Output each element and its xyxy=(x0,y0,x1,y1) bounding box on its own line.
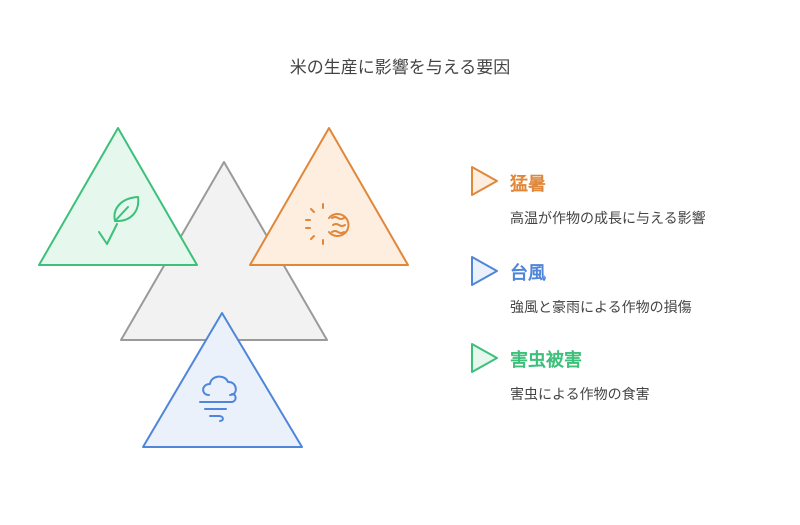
heat-description: 高温が作物の成長に与える影響 xyxy=(510,211,706,227)
heat-marker-icon xyxy=(471,166,498,196)
pest-marker-icon xyxy=(471,343,498,373)
sun-heat-icon xyxy=(305,203,350,245)
heat-heading: 猛暑 xyxy=(510,174,546,195)
typhoon-description: 強風と豪雨による作物の損傷 xyxy=(510,300,692,316)
pest-heading: 害虫被害 xyxy=(510,350,582,371)
diagram-title: 米の生産に影響を与える要因 xyxy=(289,58,511,78)
pest-triangle xyxy=(38,127,198,266)
typhoon-heading: 台風 xyxy=(510,263,546,284)
typhoon-marker-icon xyxy=(471,256,498,286)
cloud-wind-icon xyxy=(199,375,237,422)
heat-triangle xyxy=(249,127,409,266)
leaf-icon xyxy=(98,196,140,245)
typhoon-triangle xyxy=(142,312,303,448)
pest-description: 害虫による作物の食害 xyxy=(510,387,650,403)
